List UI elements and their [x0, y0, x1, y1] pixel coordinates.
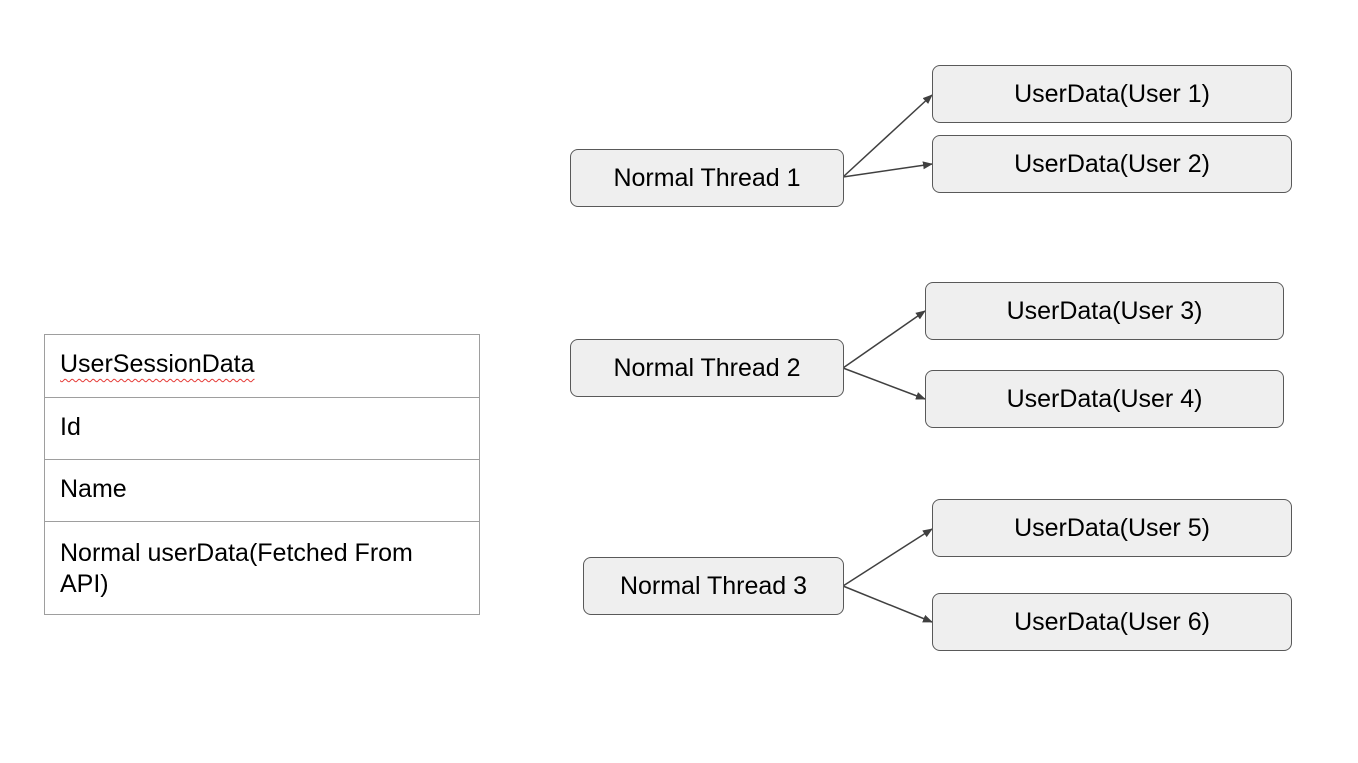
- user-data-1-node: UserData(User 1): [932, 65, 1292, 123]
- user-data-field-label: Normal userData(Fetched From API): [60, 539, 413, 598]
- normal-thread-2-node: Normal Thread 2: [570, 339, 844, 397]
- user-data-3-node: UserData(User 3): [925, 282, 1284, 340]
- name-field-label: Name: [60, 475, 127, 503]
- normal-thread-3-node: Normal Thread 3: [583, 557, 844, 615]
- arrow-thread-3-to-user-6: [842, 585, 933, 623]
- user-data-6-node: UserData(User 6): [932, 593, 1292, 651]
- class-name-label: UserSessionData: [60, 350, 255, 378]
- user-data-4-node: UserData(User 4): [925, 370, 1284, 428]
- arrow-thread-1-to-user-2: [842, 161, 933, 178]
- class-name-row: UserSessionData: [45, 335, 479, 397]
- id-field-row: Id: [45, 397, 479, 459]
- arrow-thread-1-to-user-1: [842, 94, 933, 178]
- arrow-thread-2-to-user-4: [842, 367, 926, 400]
- arrow-thread-2-to-user-3: [842, 310, 926, 369]
- user-session-data-class-box: UserSessionData Id Name Normal userData(…: [44, 334, 480, 615]
- normal-thread-1-node: Normal Thread 1: [570, 149, 844, 207]
- name-field-row: Name: [45, 459, 479, 521]
- arrow-thread-3-to-user-5: [842, 528, 933, 587]
- user-data-field-row: Normal userData(Fetched From API): [45, 521, 479, 614]
- user-data-5-node: UserData(User 5): [932, 499, 1292, 557]
- user-data-2-node: UserData(User 2): [932, 135, 1292, 193]
- id-field-label: Id: [60, 413, 81, 441]
